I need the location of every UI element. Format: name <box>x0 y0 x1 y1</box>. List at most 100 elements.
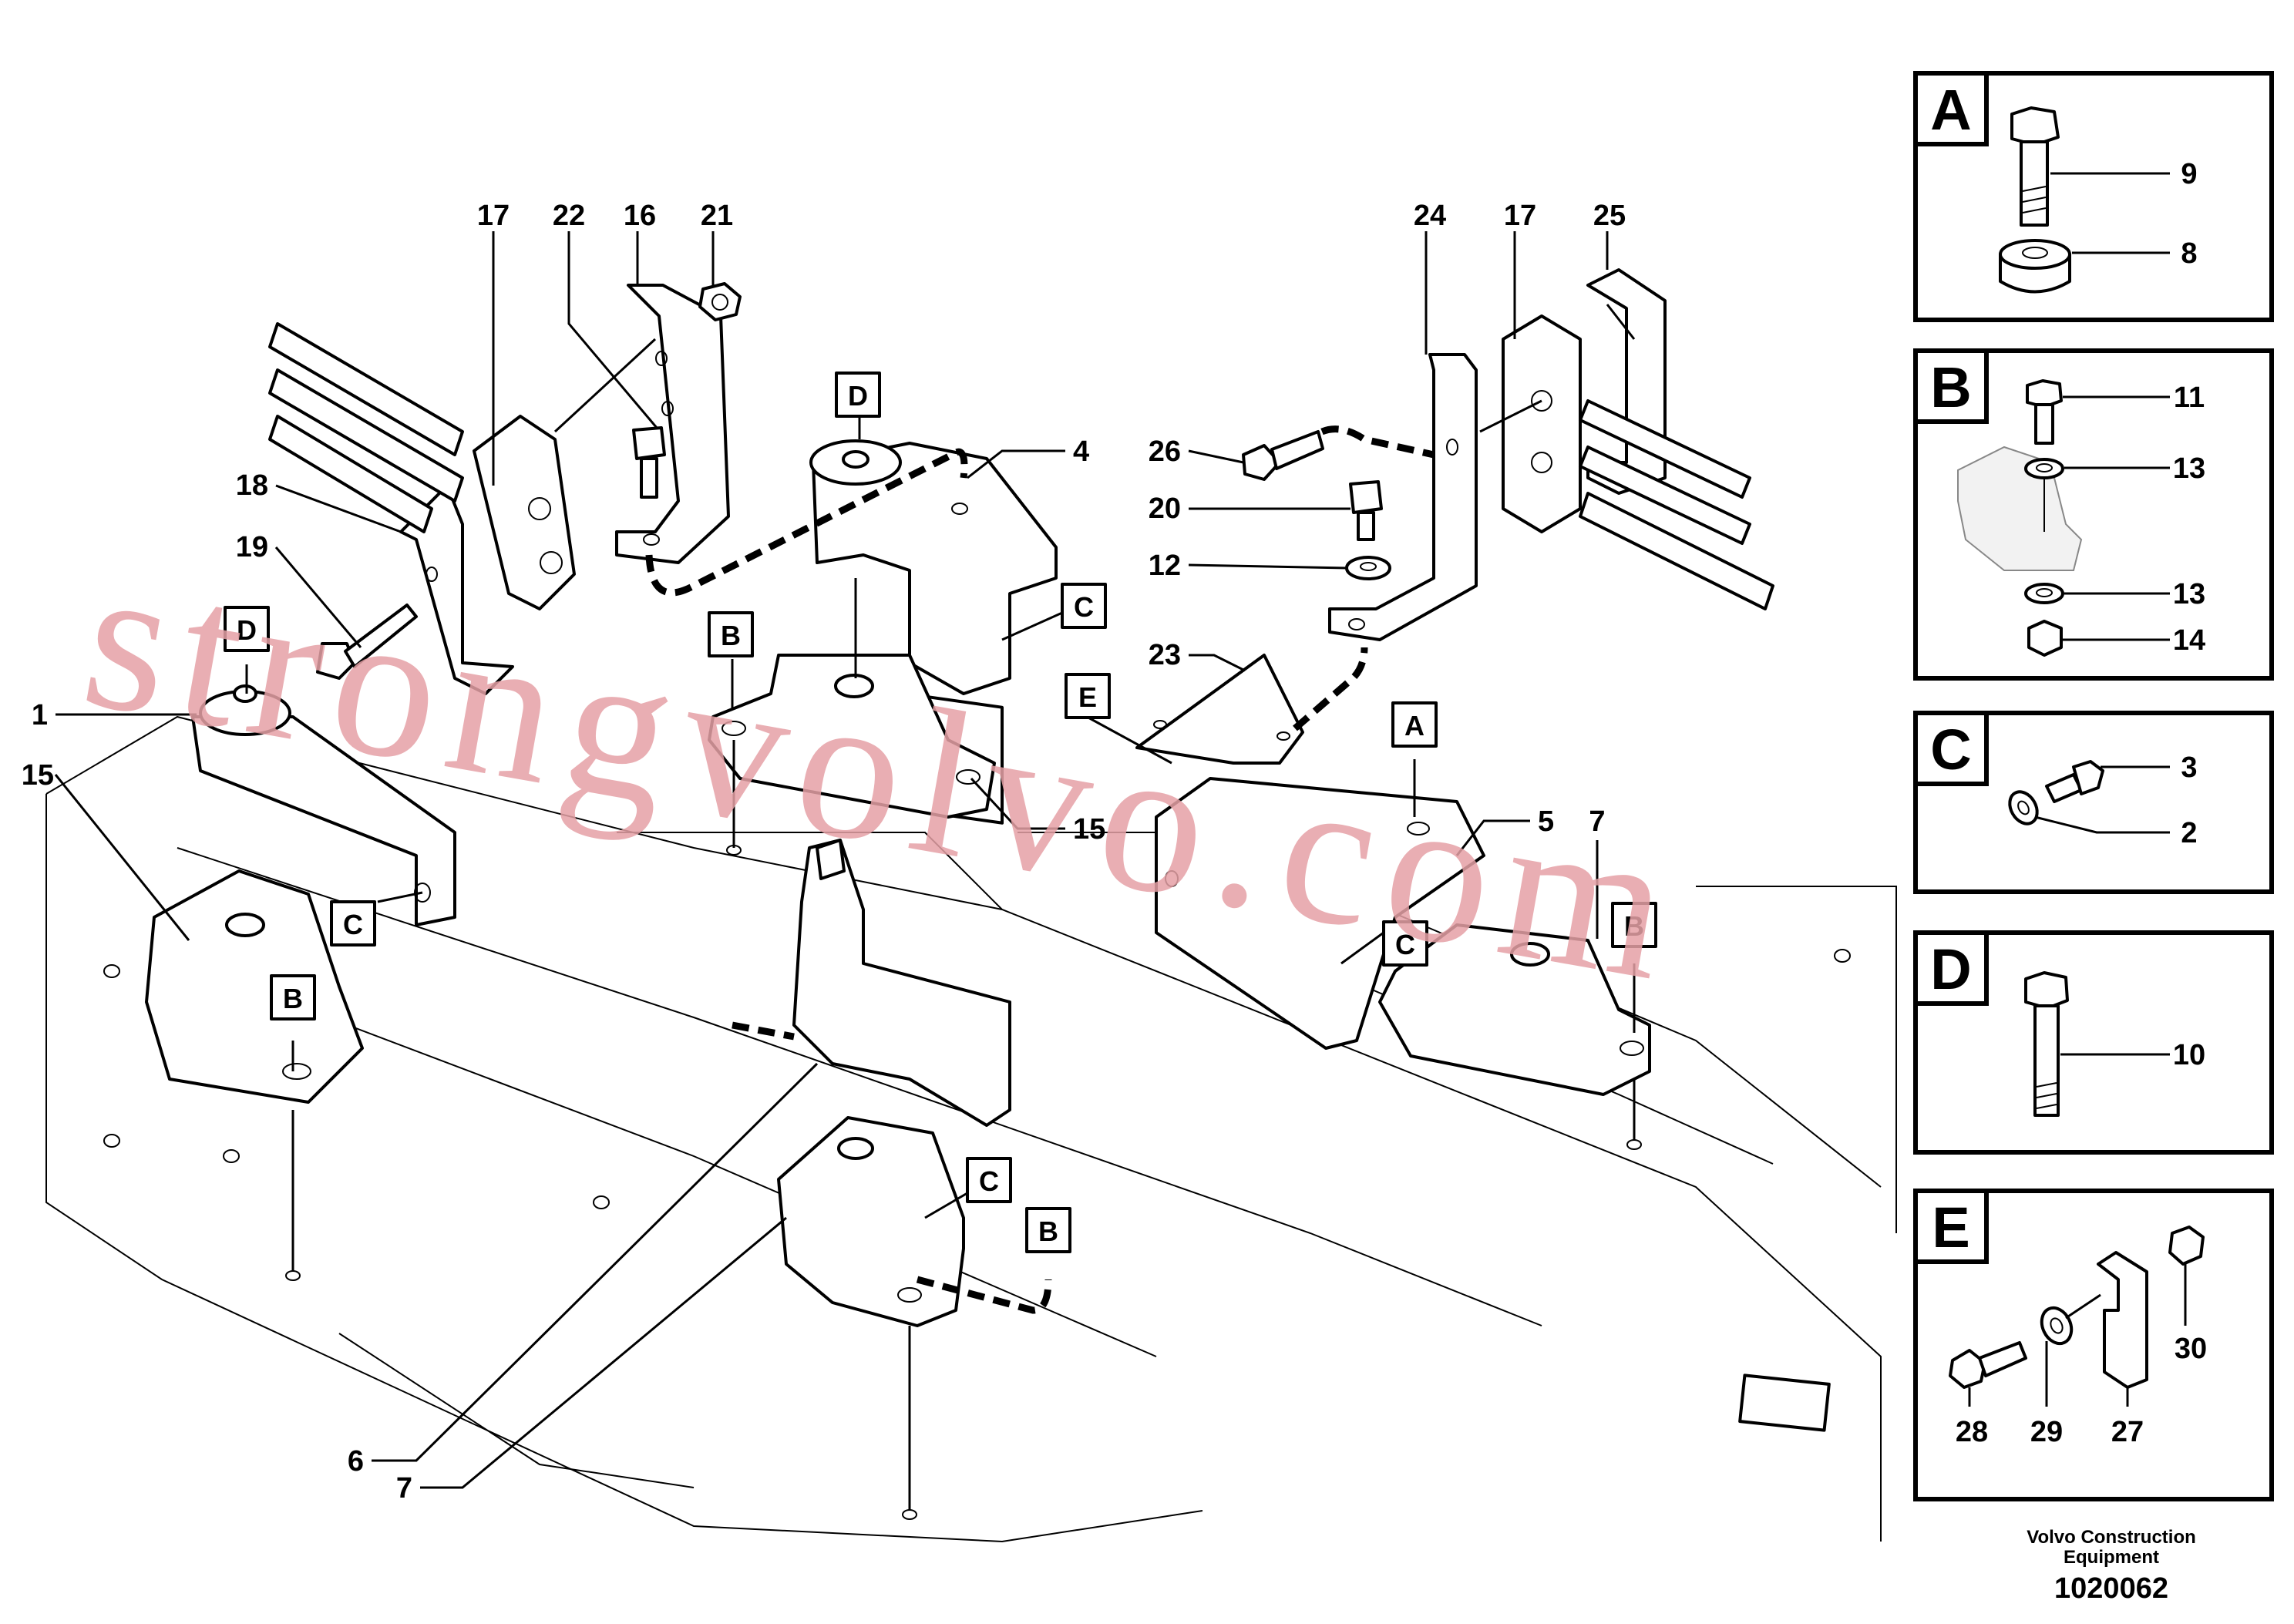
svg-text:B: B <box>721 620 741 651</box>
tag-e-1: E <box>1065 673 1111 719</box>
washer-13-upper-icon <box>2024 458 2064 479</box>
publisher-credit: Volvo Construction Equipment <box>2007 1528 2215 1568</box>
panel-a-label-9: 9 <box>2181 158 2197 190</box>
panel-d-label-10: 10 <box>2173 1039 2205 1071</box>
callout-17-left: 17 <box>477 200 510 232</box>
rubber-mount-7-lower <box>777 1116 965 1327</box>
washer-29-icon <box>2040 1306 2074 1346</box>
callout-7-right: 7 <box>1589 805 1605 838</box>
panel-c-letter: C <box>1930 718 1971 782</box>
leader-lines <box>54 231 1642 1520</box>
reference-tags: D D B B B B C C <box>224 372 1657 1253</box>
svg-text:B: B <box>1038 1215 1058 1247</box>
rubber-mount-15 <box>708 654 996 819</box>
bolt-10-icon <box>2024 971 2069 1117</box>
detail-panel-d: D 10 <box>1913 930 2274 1155</box>
tag-a-1: A <box>1391 701 1438 748</box>
panel-b-label-13-upper: 13 <box>2173 452 2205 485</box>
tag-c-3: C <box>1382 920 1428 967</box>
publisher-line-2: Equipment <box>2064 1547 2159 1568</box>
callout-21: 21 <box>701 200 733 232</box>
svg-text:B: B <box>1624 910 1644 942</box>
rubber-mount-left <box>145 869 364 1104</box>
callout-19: 19 <box>236 531 268 563</box>
svg-text:C: C <box>979 1165 999 1197</box>
detail-panel-e: E 30 28 29 27 <box>1913 1189 2274 1501</box>
detail-panel-a: A 9 8 <box>1913 71 2274 322</box>
panel-c-label-2: 2 <box>2181 817 2197 849</box>
svg-text:D: D <box>237 614 257 646</box>
svg-text:C: C <box>1395 929 1415 960</box>
panel-b-label-13-lower: 13 <box>2173 578 2205 610</box>
panel-b-label-11: 11 <box>2174 382 2205 414</box>
bracket-16 <box>615 284 730 564</box>
callout-15-center: 15 <box>1073 813 1105 846</box>
callout-16: 16 <box>624 200 656 232</box>
bolt-19 <box>316 604 418 680</box>
publisher-line-1: Volvo Construction <box>2027 1527 2196 1548</box>
panel-a-label-8: 8 <box>2181 237 2197 270</box>
tag-b-2: B <box>270 974 316 1020</box>
callout-numbers: 1 15 18 19 17 22 16 21 4 15 24 17 25 26 … <box>22 200 1626 1505</box>
washer-13-lower-icon <box>2024 583 2064 604</box>
bolt-22 <box>632 426 666 499</box>
svg-text:E: E <box>1078 681 1097 713</box>
callout-18: 18 <box>236 469 268 502</box>
detail-panel-b: B 11 13 13 14 <box>1913 348 2274 681</box>
svg-text:C: C <box>343 909 363 940</box>
callout-20: 20 <box>1149 493 1181 525</box>
washer-12 <box>1345 556 1391 580</box>
washer-2-icon <box>2008 790 2039 825</box>
panel-b-label-14: 14 <box>2173 624 2205 657</box>
nut-14-icon <box>2027 620 2063 657</box>
panel-b-letter: B <box>1930 355 1971 419</box>
tag-c-2: C <box>330 900 376 946</box>
spacer-8-icon <box>1999 239 2071 294</box>
rubber-mount-7-right <box>1378 923 1651 1096</box>
callout-4: 4 <box>1073 435 1089 468</box>
nut-30-icon <box>2168 1226 2205 1266</box>
callout-23: 23 <box>1149 639 1181 671</box>
svg-text:D: D <box>848 380 868 412</box>
pipes-left <box>268 322 464 533</box>
engine-bracket-5 <box>1155 777 1485 1050</box>
callout-17-right: 17 <box>1504 200 1536 232</box>
panel-e-label-30: 30 <box>2175 1333 2207 1365</box>
panel-a-letter: A <box>1930 78 1971 142</box>
panel-e-label-27: 27 <box>2111 1416 2144 1448</box>
bolt-28-icon <box>1949 1341 2027 1389</box>
panel-e-label-28: 28 <box>1956 1416 1988 1448</box>
tag-d-2: D <box>835 372 881 418</box>
tag-b-3: B <box>1611 902 1657 948</box>
svg-text:A: A <box>1404 710 1424 741</box>
bolt-11-icon <box>2026 379 2063 445</box>
tag-b-1: B <box>708 611 754 657</box>
callout-12: 12 <box>1149 550 1181 582</box>
detail-panel-c: C 3 2 <box>1913 711 2274 894</box>
bracket-6 <box>792 839 1011 1127</box>
clamp-17-right <box>1502 314 1582 533</box>
panel-e-label-29: 29 <box>2030 1416 2063 1448</box>
callout-6: 6 <box>348 1445 364 1478</box>
callout-5: 5 <box>1538 805 1554 838</box>
bracket-24 <box>1328 353 1478 641</box>
bolt-9-icon <box>2010 106 2060 227</box>
tag-c-1: C <box>1061 583 1107 629</box>
pipes-right <box>1579 399 1774 610</box>
callout-7-lower: 7 <box>396 1472 412 1505</box>
panel-d-letter: D <box>1930 937 1971 1001</box>
nut-21 <box>698 282 742 321</box>
connection-dashes <box>645 425 1435 1314</box>
svg-text:B: B <box>283 983 303 1014</box>
bolt-26 <box>1242 430 1324 481</box>
engine-bracket-1 <box>191 684 456 926</box>
drawing-number: 1020062 <box>2054 1572 2168 1605</box>
bolt-3-icon <box>2045 760 2104 803</box>
clamp-17-left <box>473 415 576 610</box>
bolt-20 <box>1349 480 1383 541</box>
panel-c-label-3: 3 <box>2181 751 2197 784</box>
clip-27-icon <box>2097 1251 2148 1389</box>
callout-15-left: 15 <box>22 759 54 792</box>
